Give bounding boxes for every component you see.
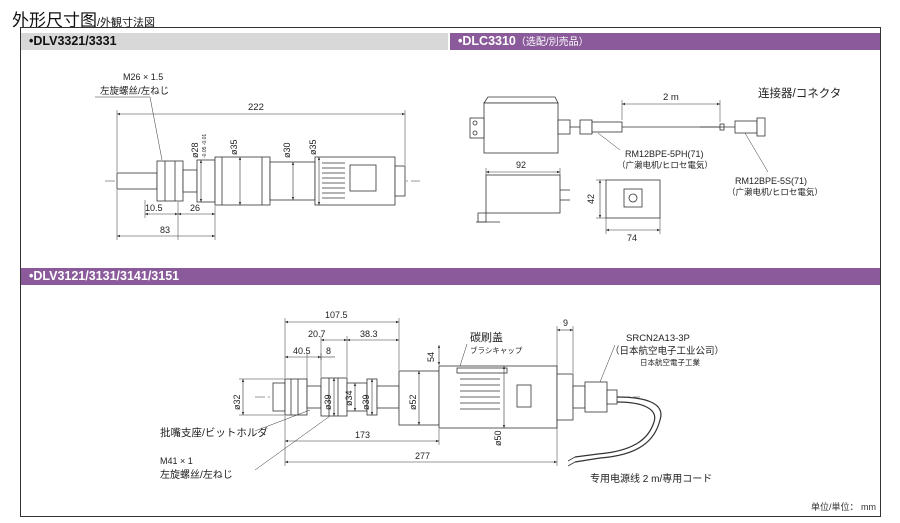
section-header-dlv3121: •DLV3121/3131/3141/3151 [21, 268, 880, 285]
dlv3321-thread-note: 左旋螺丝/左ねじ [100, 85, 169, 97]
dlv3321-drawing [95, 96, 420, 240]
dlv3321-d35a: ø35 [229, 139, 239, 155]
unit-label: 单位/単位： mm [811, 502, 876, 512]
dlv3121-dim-38-3: 38.3 [360, 329, 378, 339]
drawing-frame [20, 27, 881, 517]
dlv3121-brush-cap: 碳刷盖 [470, 330, 503, 344]
dlc3310-drawing [469, 96, 769, 234]
dlv3121-dim-40-5: 40.5 [293, 346, 311, 356]
dlv3121-dim-277: 277 [415, 451, 430, 461]
dlc3310-cable-length: 2 m [663, 92, 679, 103]
dlv3121-d39a: ø39 [323, 394, 333, 410]
dlv3121-dim-9: 9 [563, 318, 568, 328]
dlc3310-dim-92: 92 [516, 160, 526, 170]
dlv3321-dim-222: 222 [248, 102, 264, 113]
dlv3121-bit-holder: 批嘴支座/ビットホルダ [160, 426, 268, 439]
dlv3121-dim-8: 8 [326, 346, 331, 356]
dlv3321-dim-83: 83 [160, 225, 170, 235]
dlc3310-rm-5ph-maker: （广濑电机/ヒロセ電気） [617, 160, 713, 170]
dlv3121-connector: SRCN2A13-3P [626, 333, 690, 344]
dlv3121-d39b: ø39 [361, 394, 371, 410]
page-title: 外形尺寸图/外観寸法図 [12, 11, 156, 30]
dlv3121-drawing [239, 318, 662, 471]
dlc3310-rm-5s-maker: （广濑电机/ヒロセ電気） [727, 187, 823, 197]
dlv3321-dim-10-5: 10.5 [145, 203, 163, 213]
dlv3321-d28-tolerance: -0.05 -0.01 [202, 134, 208, 158]
dlv3121-d34: ø34 [344, 390, 354, 406]
dlv3121-connector-maker: （日本航空电子工业公司） [610, 345, 724, 357]
dlc3310-dim-74: 74 [627, 233, 637, 243]
dlv3121-connector-maker-jp: 日本航空電子工業 [640, 357, 700, 367]
section-header-dlc3310: •DLC3310（选配/別売品） [450, 33, 880, 50]
dlv3321-d35b: ø35 [308, 139, 318, 155]
dlv3121-dim-173: 173 [355, 430, 370, 440]
dlv3321-thread-label: M26 × 1.5 [123, 72, 163, 82]
dlv3121-thread-note: 左旋螺丝/左ねじ [160, 468, 233, 481]
dlc3310-rm-5s: RM12BPE-5S(71) [735, 176, 807, 186]
dlc3310-dim-42: 42 [586, 194, 596, 204]
dlc3310-rm-5ph: RM12BPE-5PH(71) [625, 149, 704, 159]
dlv3121-dim-54: 54 [426, 352, 436, 362]
dlv3121-brush-cap-jp: ブラシキャップ [470, 345, 523, 355]
section-header-dlv3321: •DLV3321/3331 [21, 33, 448, 50]
dlv3121-d50: ø50 [493, 430, 503, 446]
dlv3321-d30: ø30 [282, 142, 292, 158]
dlv3121-power-cord: 专用电源线 2 m/専用コード [590, 472, 712, 485]
dlv3321-d28: ø28 [190, 142, 200, 158]
dlv3121-d52: ø52 [408, 394, 418, 410]
dlv3121-d32: ø32 [232, 394, 242, 410]
dlv3121-thread: M41 × 1 [160, 456, 193, 466]
dlv3321-dim-26: 26 [190, 203, 200, 213]
dlc3310-connector-title: 连接器/コネクタ [758, 86, 841, 100]
dlv3121-dim-107-5: 107.5 [325, 310, 348, 320]
dlv3121-dim-20-7: 20.7 [308, 329, 326, 339]
